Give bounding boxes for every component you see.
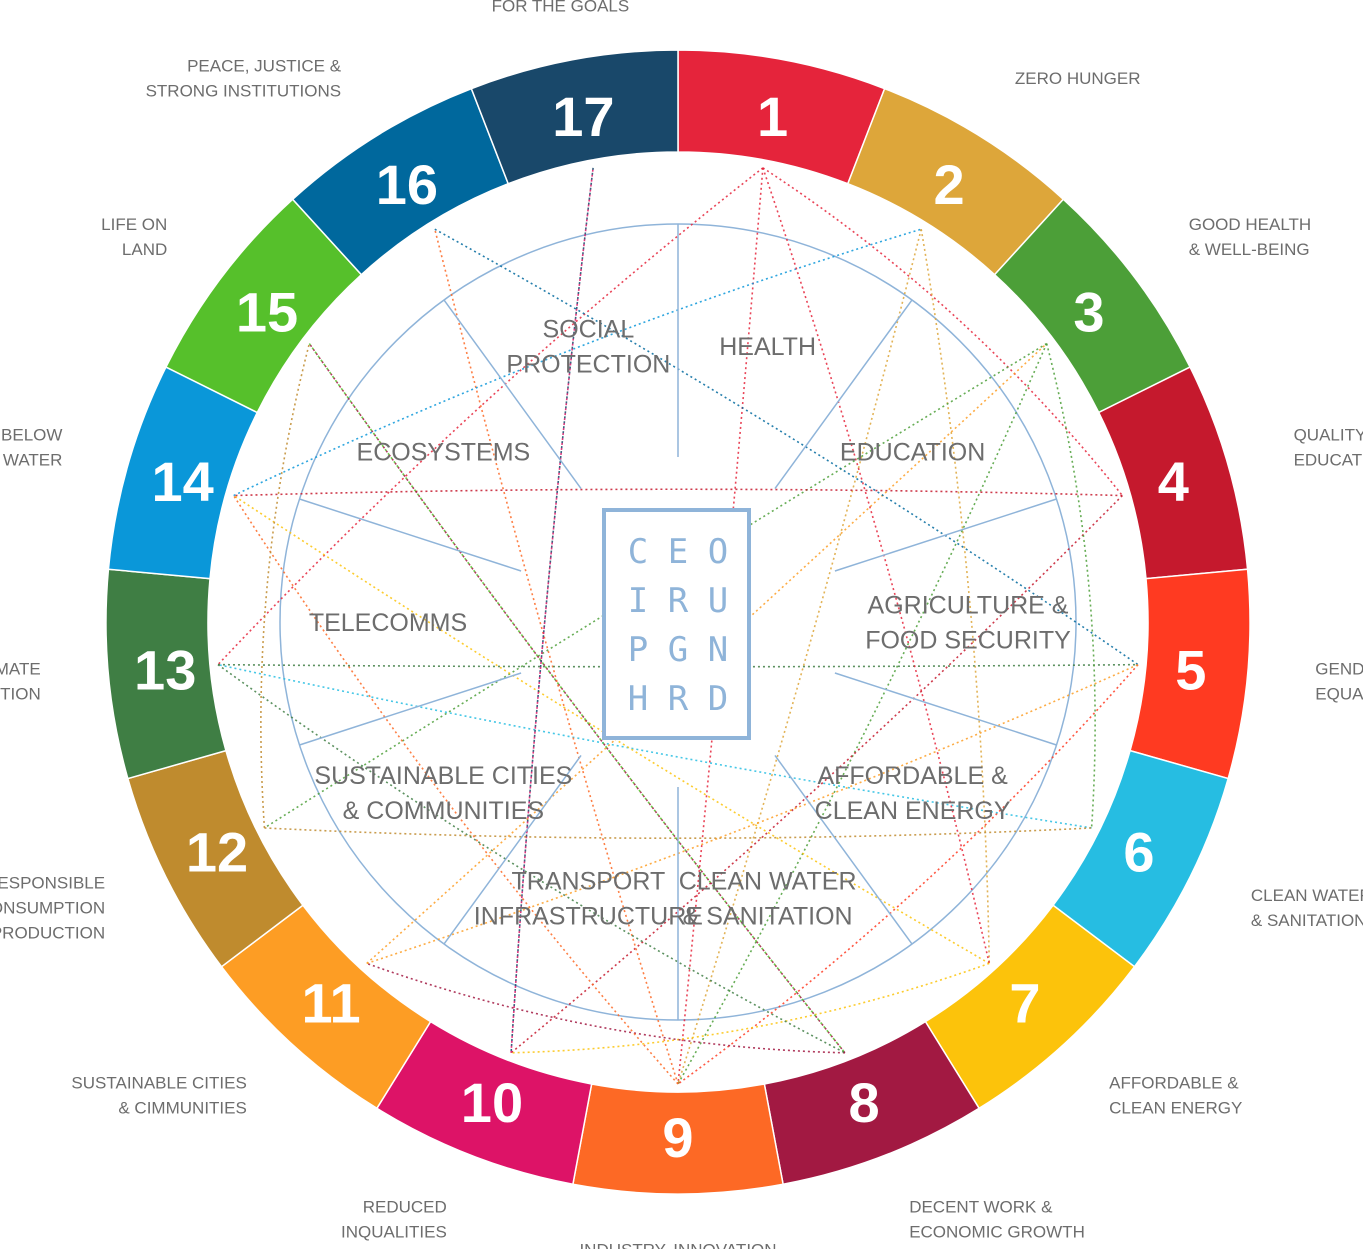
sector-label-6: SUSTAINABLE CITIES& COMMUNITIES — [314, 762, 572, 825]
goal-7-label: AFFORDABLE &CLEAN ENERGY — [1109, 1073, 1242, 1117]
goal-7-number: 7 — [1009, 972, 1040, 1035]
sector-divider — [299, 672, 522, 746]
goal-2-number: 2 — [934, 153, 965, 216]
goal-13-label: CLIMATEACTION — [0, 660, 41, 704]
goal-15-number: 15 — [236, 281, 298, 344]
link-goal-4-14 — [233, 488, 1123, 497]
goal-5-number: 5 — [1175, 639, 1206, 702]
goal-12-label: RESPONSIBLECONSUMPTION& PRODUCTION — [0, 873, 105, 942]
goal-3-number: 3 — [1073, 281, 1104, 344]
sector-label-2: AGRICULTURE &FOOD SECURITY — [865, 592, 1071, 655]
sector-label-0: HEALTH — [719, 333, 816, 361]
goal-6-number: 6 — [1123, 821, 1154, 884]
link-goal-13-8 — [217, 663, 846, 1054]
sector-divider — [443, 755, 582, 945]
logo-letter: G — [668, 630, 688, 670]
link-goal-10-17 — [510, 167, 594, 1053]
sector-divider — [299, 498, 522, 572]
logo-letter: U — [708, 581, 728, 621]
goal-6-label: CLEAN WATER& SANITATION — [1251, 886, 1363, 930]
sector-label-3: AFFORDABLE &CLEAN ENERGY — [815, 762, 1011, 825]
logo-letter: R — [668, 581, 689, 621]
link-goal-3-6 — [1045, 343, 1096, 828]
link-goal-5-9 — [677, 664, 1139, 1085]
goal-13-number: 13 — [134, 639, 196, 702]
link-goal-9-14 — [232, 495, 679, 1085]
link-goal-8-11 — [366, 962, 845, 1054]
link-goal-7-14 — [233, 494, 990, 965]
link-goal-17-10 — [510, 167, 594, 1053]
goal-9-label: INDUSTRY, INNOVATION& INFRASTRUCTURE — [579, 1241, 776, 1249]
link-goal-6-13 — [217, 663, 1092, 829]
logo-letter: R — [668, 679, 689, 719]
logo-letter: P — [628, 630, 648, 670]
goal-17-label: PARTNERSHIPSFOR THE GOALS — [492, 0, 630, 15]
sector-label-4: CLEAN WATER& SANITATION — [679, 867, 857, 930]
goal-3-label: GOOD HEALTH& WELL-BEING — [1189, 215, 1311, 259]
logo-letter: O — [708, 532, 728, 572]
link-goal-1-4 — [762, 167, 1123, 497]
sector-divider — [834, 672, 1057, 746]
goal-2-label: ZERO HUNGER — [1015, 69, 1141, 88]
goal-17-segment — [470, 49, 679, 185]
goal-9-number: 9 — [662, 1106, 693, 1169]
link-goal-12-15 — [260, 343, 311, 828]
goal-11-label: SUSTAINABLE CITIES& CIMMUNITIES — [71, 1073, 246, 1117]
link-goal-1-13 — [217, 167, 764, 666]
link-goal-8-15 — [308, 343, 846, 1054]
goal-5-label: GENDEREQUALITY — [1315, 660, 1363, 704]
sector-labels: HEALTH EDUCATION AGRICULTURE &FOOD SECURIT… — [309, 316, 1071, 931]
goal-4-label: QUALITYEDUCATION — [1294, 425, 1363, 469]
goal-12-number: 12 — [186, 821, 248, 884]
sector-label-7: TELECOMMS — [309, 609, 467, 637]
sector-divider — [443, 299, 582, 489]
link-goal-2-9 — [677, 229, 922, 1085]
goal-1-label: NO POVERTY — [740, 0, 851, 3]
link-goal-14-2 — [233, 228, 922, 497]
link-goal-7-10 — [511, 962, 990, 1054]
goal-8-label: DECENT WORK &ECONOMIC GROWTH — [909, 1197, 1085, 1241]
goal-11-number: 11 — [301, 972, 360, 1035]
link-goal-9-16 — [434, 229, 679, 1085]
logo-letter: C — [628, 532, 648, 572]
goal-16-number: 16 — [376, 153, 438, 216]
link-goal-15-8 — [308, 343, 846, 1054]
goal-14-number: 14 — [152, 450, 214, 513]
sector-label-1: EDUCATION — [840, 439, 985, 467]
link-goal-2-7 — [920, 229, 991, 964]
goal-8-number: 8 — [848, 1071, 879, 1134]
goal-16-label: PEACE, JUSTICE &STRONG INSTITUTIONS — [146, 56, 342, 100]
sector-label-8: ECOSYSTEMS — [357, 439, 531, 467]
interconnection-lines — [217, 167, 1139, 1085]
goal-4-number: 4 — [1158, 450, 1189, 513]
goal-10-number: 10 — [461, 1071, 523, 1134]
sector-divider — [774, 755, 913, 945]
goal-17-number: 17 — [552, 85, 614, 148]
logo-letter: I — [628, 581, 648, 621]
logo-frame — [602, 508, 751, 740]
goal-1-number: 1 — [757, 85, 788, 148]
sector-divider — [774, 299, 913, 489]
logo-letter: E — [668, 532, 688, 572]
sector-divider — [834, 498, 1057, 572]
logo-letter: N — [708, 630, 728, 670]
sector-spokes — [299, 224, 1057, 1020]
logo-letter: H — [628, 679, 648, 719]
logo-letter: D — [708, 679, 728, 719]
